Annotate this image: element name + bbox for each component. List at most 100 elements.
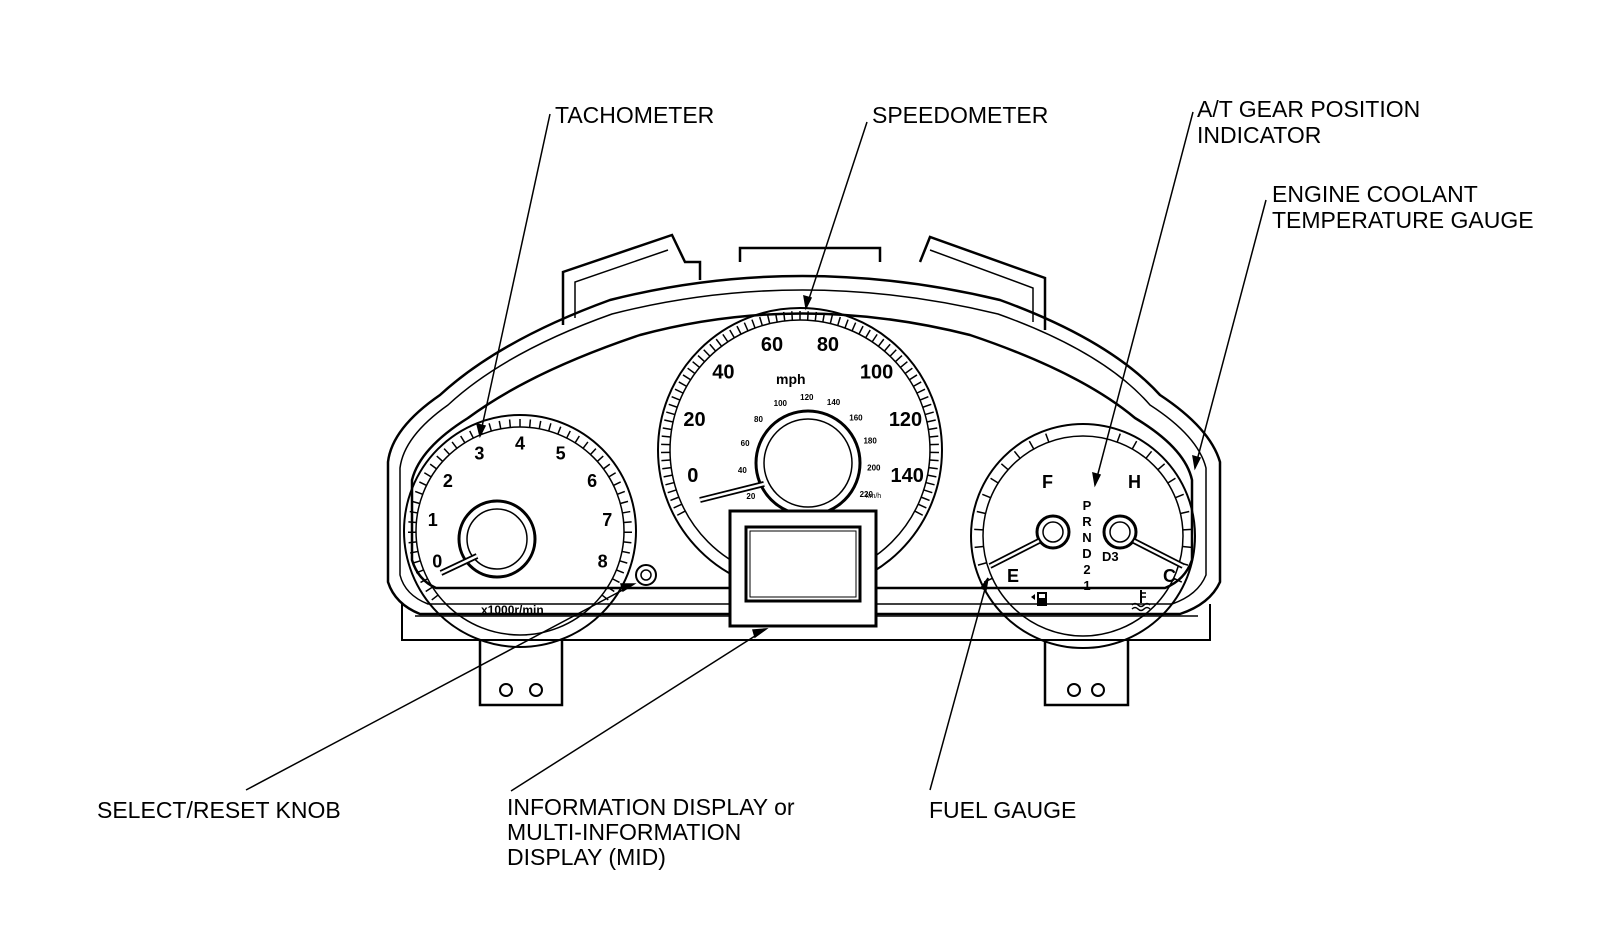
tachometer-tick [437, 456, 443, 461]
gear-position-letter: 2 [1083, 562, 1090, 577]
fuel-gauge-tick [982, 494, 990, 497]
tachometer-tick [613, 482, 620, 486]
temp-hot-label: H [1128, 472, 1141, 492]
tachometer-tick [583, 442, 588, 448]
speedometer-tick [815, 312, 816, 321]
speedometer-tick [808, 311, 809, 320]
callout-info-display-line2: MULTI-INFORMATION [507, 819, 741, 845]
speedometer-mph-number: 40 [712, 361, 734, 383]
speedometer-kmh-number: 140 [827, 398, 841, 407]
speedometer-tick [683, 375, 691, 380]
speedometer-tick [723, 334, 728, 341]
tachometer-tick [452, 442, 457, 448]
speedometer-tick [929, 468, 938, 469]
tachometer-tick [622, 551, 630, 553]
speedometer-tick [664, 420, 673, 422]
temp-gauge-tick [1168, 478, 1176, 483]
speedometer-tick [921, 497, 929, 500]
callout-coolant-line1: ENGINE COOLANT [1272, 181, 1478, 207]
speedometer-mph-number: 80 [817, 334, 839, 356]
speedometer-mph-label: mph [776, 371, 806, 387]
speedometer-tick [926, 483, 935, 485]
speedometer-tick [760, 317, 763, 326]
speedometer-kmh-number: 40 [738, 466, 747, 475]
temp-cold-label: C [1163, 566, 1176, 586]
tachometer-tick [590, 449, 595, 455]
speedometer-tick [852, 323, 856, 331]
speedometer-tick [859, 326, 863, 334]
tachometer-tick [624, 522, 632, 523]
speedometer-tick [909, 375, 917, 380]
tachometer-number: 0 [432, 552, 442, 572]
temp-gauge-tick [1117, 434, 1120, 442]
tachometer-tick [612, 579, 619, 583]
gear-position-letter: P [1083, 498, 1092, 513]
tachometer-tick [597, 456, 603, 461]
tachometer-number: 7 [602, 510, 612, 530]
tachometer-tick [609, 473, 616, 477]
callout-speedometer: SPEEDOMETER [872, 102, 1048, 128]
speedometer-mph-number: 60 [761, 334, 783, 356]
tachometer-tick [549, 423, 551, 431]
tachometer-number: 1 [428, 510, 438, 530]
speedometer-kmh-number: 80 [754, 415, 763, 424]
speedometer-kmh-number: 60 [741, 439, 750, 448]
speedometer-mph-number: 20 [683, 409, 705, 431]
tachometer-number: 4 [515, 433, 525, 453]
speedometer-tick [661, 460, 670, 461]
speedometer-tick [716, 339, 721, 346]
speedometer-tick [923, 404, 931, 407]
fuel-gauge-tick [1014, 451, 1020, 458]
tachometer-tick [461, 436, 465, 443]
speedometer-mph-number: 0 [687, 465, 698, 487]
gear-position-letter: R [1082, 514, 1092, 529]
callout-info-display-line1: INFORMATION DISPLAY or [507, 794, 795, 820]
tachometer-tick [510, 419, 511, 427]
select-reset-knob[interactable] [636, 565, 656, 585]
speedometer-tick [913, 382, 921, 386]
tachometer-tick [558, 427, 561, 434]
tachometer-tick [499, 421, 500, 429]
tachometer-tick [409, 542, 417, 543]
speedometer-tick [768, 315, 770, 324]
speedometer-mph-number: 140 [890, 465, 923, 487]
speedometer-tick [670, 497, 678, 500]
speedometer-tick [744, 323, 748, 331]
speedometer-kmh-number: 120 [800, 393, 814, 402]
speedometer-kmh-label: km/h [866, 493, 881, 500]
callout-tachometer: TACHOMETER [555, 102, 714, 128]
tachometer-tick [622, 512, 630, 513]
speedometer-tick [927, 420, 936, 422]
gear-position-letter: N [1082, 530, 1091, 545]
tachometer-tick [567, 431, 571, 438]
speedometer-tick [688, 368, 695, 373]
fuel-gauge-tick [977, 511, 986, 513]
temp-gauge-tick [1180, 511, 1189, 513]
tachometer-tick [419, 482, 426, 486]
speedometer-tick [730, 330, 735, 338]
gear-d3-label: D3 [1102, 549, 1119, 564]
temp-gauge-tick [1182, 546, 1191, 547]
fuel-gauge-tick [978, 563, 987, 565]
speedometer-tick [664, 475, 673, 477]
tachometer-number: 6 [587, 471, 597, 491]
tachometer-tick [430, 464, 436, 469]
tachometer-tick [424, 473, 431, 477]
fuel-gauge-tick [974, 529, 983, 530]
speedometer-tick [925, 412, 934, 414]
tachometer-tick [620, 561, 628, 563]
speedometer-tick [665, 483, 674, 485]
speedometer-tick [918, 504, 926, 508]
tachometer-tick [432, 595, 438, 600]
speedometer-tick [838, 317, 841, 326]
speedometer-tick [704, 350, 710, 356]
speedometer-tick [878, 339, 883, 346]
speedometer-tick [737, 326, 741, 334]
speedometer-tick [924, 490, 933, 493]
speedometer-tick [890, 350, 896, 356]
speedometer-tick [845, 320, 848, 328]
speedometer-tick [662, 468, 671, 469]
speedometer-kmh-number: 20 [746, 492, 755, 501]
